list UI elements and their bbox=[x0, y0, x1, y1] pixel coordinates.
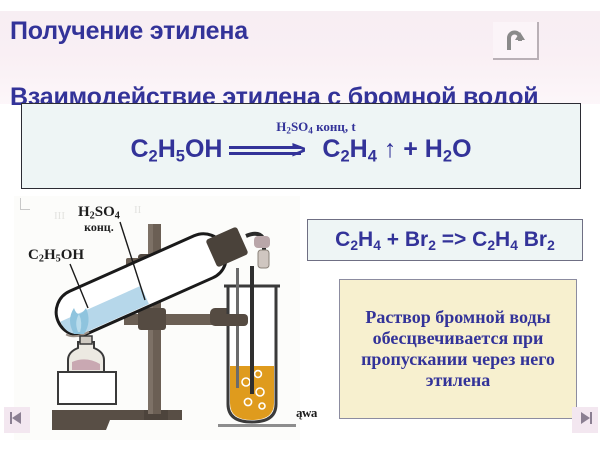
triangle-left-icon bbox=[8, 409, 26, 432]
stray-text-fragment: ąwa bbox=[296, 405, 317, 420]
next-slide-button[interactable] bbox=[572, 407, 598, 433]
cond-h: H bbox=[276, 119, 287, 134]
label-acid-conc: конц. bbox=[84, 220, 114, 235]
equation-products: C2H4 ↑ + H2O bbox=[322, 135, 472, 166]
scan-corner-mark bbox=[20, 198, 30, 210]
page-title: Получение этилена bbox=[10, 17, 248, 45]
apparatus-diagram: III II bbox=[14, 196, 300, 440]
equation-reactant: C2H5OH bbox=[130, 135, 223, 166]
return-arrow-icon bbox=[504, 28, 526, 52]
previous-slide-button[interactable] bbox=[4, 407, 30, 433]
top-white-band bbox=[0, 0, 600, 14]
label-ethanol: C2H5OH bbox=[28, 247, 85, 265]
ghost-text-2: II bbox=[134, 204, 142, 216]
triangle-right-icon bbox=[576, 409, 594, 432]
reaction-arrow-icon: > bbox=[229, 138, 315, 163]
bromine-equation-text: C2H4 + Br2 => C2H4 Br2 bbox=[335, 227, 555, 253]
equation-conditions: H2SO4 конц, t bbox=[276, 119, 356, 136]
note-text: Раствор бромной воды обесцвечивается при… bbox=[361, 307, 555, 390]
bromine-equation-box: C2H4 + Br2 => C2H4 Br2 bbox=[307, 219, 583, 261]
main-equation-box: H2SO4 конц, t C2H5OH > C2H4 ↑ + H2O bbox=[21, 103, 581, 189]
equation-main-text: C2H5OH > C2H4 ↑ + H2O bbox=[22, 135, 580, 167]
apparatus-drawing bbox=[52, 221, 296, 430]
return-button[interactable] bbox=[493, 22, 539, 60]
note-box: Раствор бромной воды обесцвечивается при… bbox=[339, 279, 577, 419]
ghost-text-1: III bbox=[54, 210, 65, 222]
